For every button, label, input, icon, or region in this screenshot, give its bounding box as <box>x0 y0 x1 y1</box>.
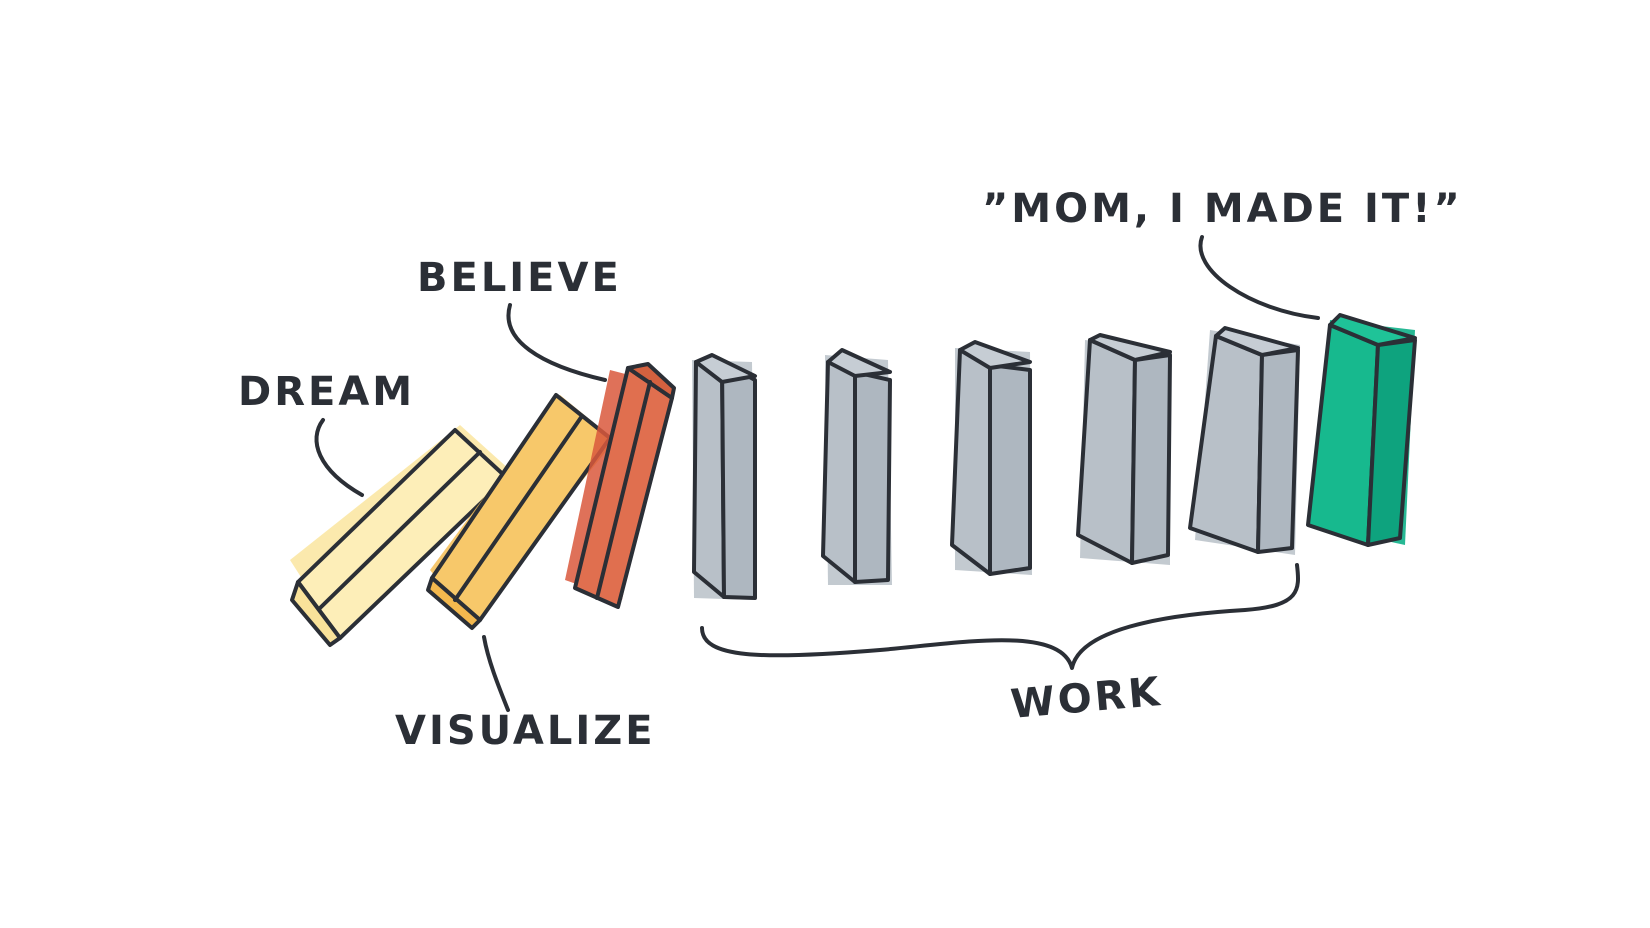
domino-dream <box>290 425 510 647</box>
domino-believe <box>565 362 676 609</box>
label-dream: DREAM <box>238 369 415 415</box>
label-work: WORK <box>1009 669 1164 728</box>
label-believe: BELIEVE <box>417 255 622 301</box>
label-made-it: ”MOM, I MADE IT!” <box>982 186 1463 232</box>
label-visualize: VISUALIZE <box>395 708 656 754</box>
made-it-pointer <box>1198 235 1320 320</box>
dream-pointer <box>314 418 364 497</box>
domino-work-3 <box>950 340 1032 576</box>
believe-pointer <box>506 303 607 382</box>
domino-work-1 <box>692 353 757 600</box>
domino-made-it <box>1306 313 1417 547</box>
work-brace <box>700 563 1301 670</box>
domino-work-5 <box>1188 326 1300 555</box>
domino-work-4 <box>1076 333 1172 565</box>
domino-visualize <box>426 393 615 630</box>
domino-work-2 <box>821 348 892 585</box>
visualize-pointer <box>482 635 510 712</box>
